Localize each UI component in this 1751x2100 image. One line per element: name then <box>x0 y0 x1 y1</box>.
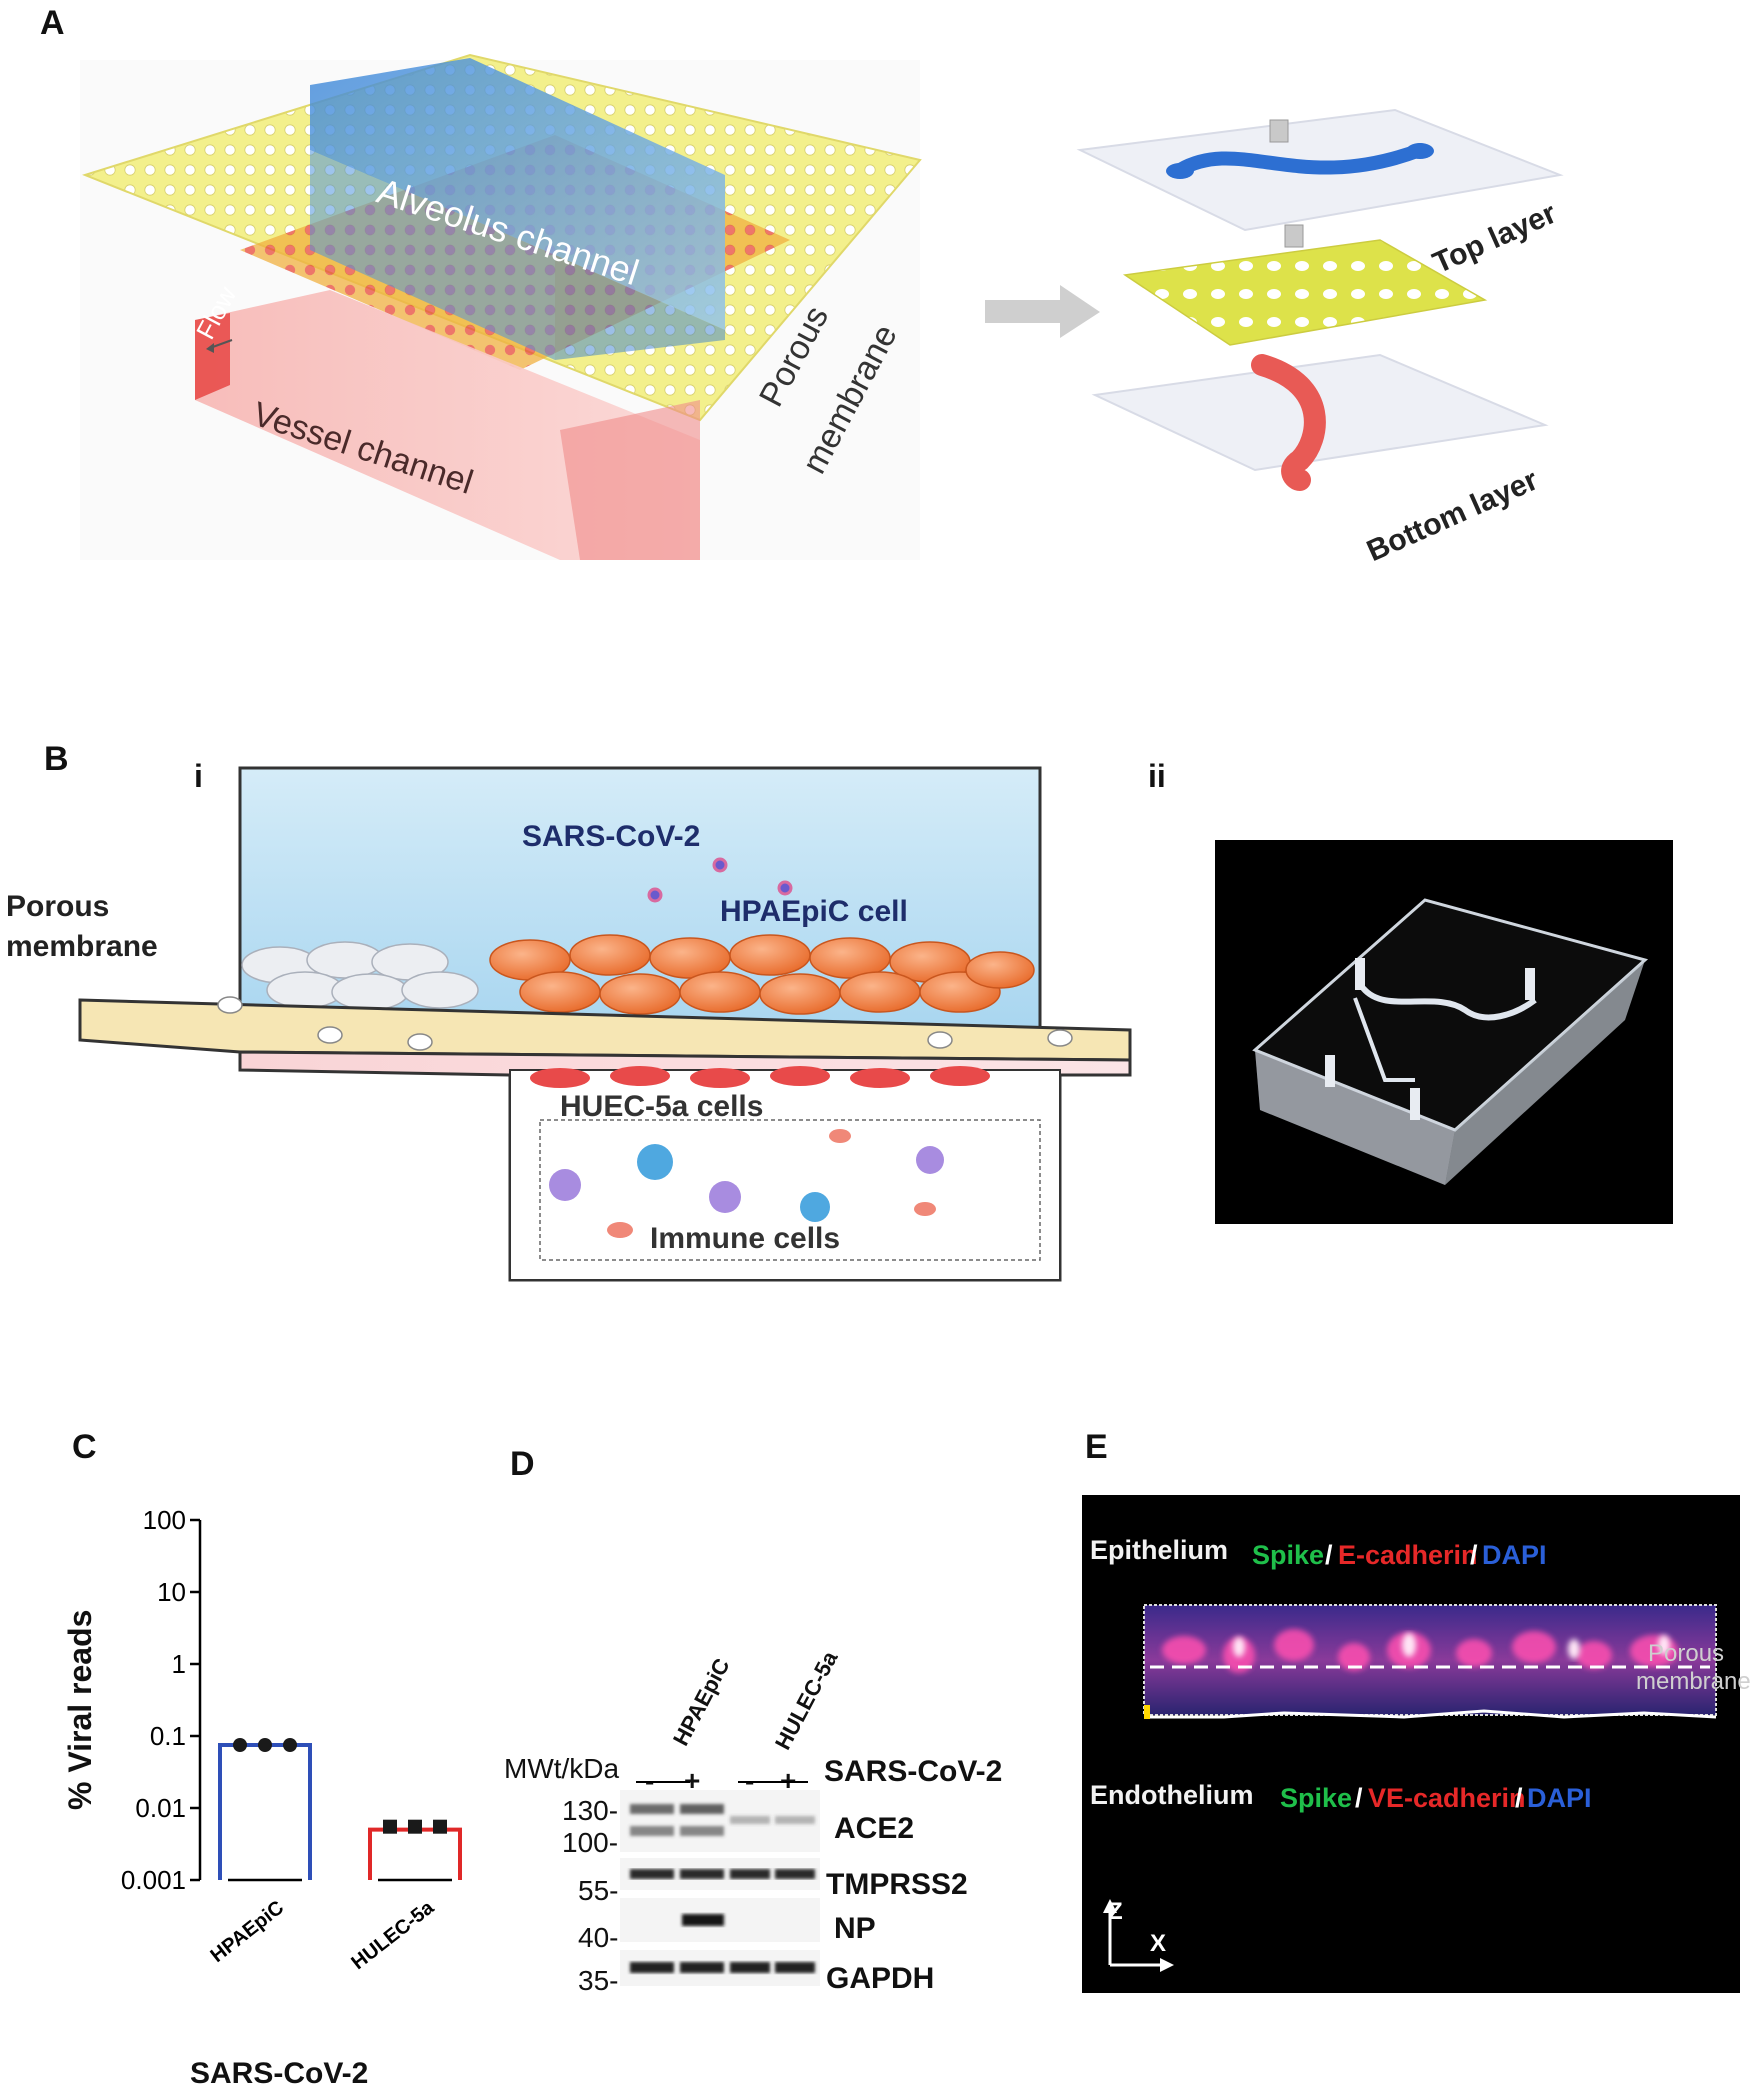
e-axis-z: Z <box>1108 1898 1123 1925</box>
lane-sign-3: - <box>745 1765 755 1796</box>
epithelium-label: Epithelium <box>1090 1535 1229 1565</box>
e-vecad-label: VE-cadherin <box>1368 1783 1526 1813</box>
e-slash-2b: / <box>1515 1783 1523 1813</box>
virus-particles <box>647 857 793 903</box>
middle-membrane-plate <box>1122 239 1488 346</box>
panel-c-letter: C <box>72 1428 97 1466</box>
huec-cells <box>530 1066 990 1088</box>
huec-label: HUEC-5a cells <box>560 1090 764 1123</box>
y-tick-label: 10 <box>157 1577 186 1607</box>
y-tick-label: 0.1 <box>150 1721 186 1751</box>
bottom-channel <box>1251 354 1326 491</box>
chip-photo <box>1215 840 1673 1224</box>
e-slash-1a: / <box>1325 1540 1333 1570</box>
y-tick-label: 1 <box>172 1649 186 1679</box>
hpaepic-cells <box>489 934 1035 1015</box>
mw-marker-100: 100- <box>562 1827 619 1858</box>
mw-marker-130: 130- <box>562 1795 619 1826</box>
panel-a-chip-diagram <box>80 53 1564 560</box>
porous-label-b: Porous <box>6 890 110 923</box>
assembly-arrow <box>985 285 1100 338</box>
endothelium-label: Endothelium <box>1090 1780 1254 1810</box>
band-np: NP <box>834 1912 876 1945</box>
panel-a-letter: A <box>40 4 65 42</box>
treatment-label: SARS-CoV-2 <box>824 1755 1003 1788</box>
mw-marker-35: 35- <box>578 1965 619 1996</box>
panel-e-letter: E <box>1085 1428 1108 1466</box>
band-ace2: ACE2 <box>834 1812 915 1845</box>
band-tmprss2: TMPRSS2 <box>826 1868 968 1901</box>
hpaepic-cell-label: HPAEpiC cell <box>720 895 908 928</box>
e-dapi-label-2: DAPI <box>1527 1783 1592 1813</box>
panel-d-letter: D <box>510 1445 535 1483</box>
x-category-label: HULEC-5a <box>347 1896 438 1974</box>
band-gapdh: GAPDH <box>826 1962 935 1995</box>
e-spike-label-1: Spike <box>1252 1540 1325 1570</box>
immune-cells <box>549 1129 944 1238</box>
e-axis-x: X <box>1150 1930 1167 1957</box>
lane-sign-4: + <box>780 1765 797 1796</box>
y-tick-label: 0.001 <box>121 1865 186 1895</box>
lane-sign-1: - <box>645 1765 655 1796</box>
y-tick-label: 100 <box>143 1505 186 1535</box>
data-point <box>233 1737 247 1752</box>
e-ecad-label: E-cadherin <box>1338 1540 1478 1570</box>
bar-2 <box>368 1827 462 1880</box>
lane-group-hpaepic: HPAEpiC <box>668 1654 735 1750</box>
membrane-label-b: membrane <box>6 930 158 963</box>
confocal-image <box>1082 1495 1740 1993</box>
immune-label: Immune cells <box>650 1222 841 1255</box>
panel-b-chip-cross-section <box>78 766 1132 1282</box>
e-dapi-label-1: DAPI <box>1482 1540 1547 1570</box>
c-xgroup-label: SARS-CoV-2 <box>190 2057 369 2090</box>
c-ylabel: % Viral reads <box>62 1609 98 1810</box>
mw-marker-55: 55- <box>578 1875 619 1906</box>
mw-header: MWt/kDa <box>504 1753 620 1784</box>
data-point <box>383 1819 397 1834</box>
data-point <box>258 1737 272 1752</box>
bar-1 <box>218 1742 312 1880</box>
lane-group-hulec: HULEC-5a <box>770 1647 843 1754</box>
panel-b-sub-i: i <box>194 758 203 794</box>
e-porous-label: Porous <box>1648 1640 1725 1667</box>
confocal-xz-section <box>1143 1604 1717 1719</box>
top-channel <box>1173 143 1427 177</box>
lane-sign-2: + <box>684 1765 701 1796</box>
panel-b-letter: B <box>44 740 69 778</box>
alveolus-channel-box <box>310 58 725 330</box>
e-slash-2a: / <box>1355 1783 1363 1813</box>
western-blot <box>620 1781 820 1986</box>
e-slash-1b: / <box>1470 1540 1478 1570</box>
data-point <box>283 1737 297 1752</box>
panel-b-sub-ii: ii <box>1148 758 1166 794</box>
y-tick-label: 0.01 <box>135 1793 186 1823</box>
xz-axis-indicator <box>1103 1899 1174 1972</box>
x-category-label: HPAEpiC <box>207 1897 289 1967</box>
mw-marker-40: 40- <box>578 1922 619 1953</box>
data-point <box>408 1819 422 1834</box>
e-membrane-label: membrane <box>1636 1668 1751 1695</box>
data-point <box>433 1819 447 1834</box>
e-spike-label-2: Spike <box>1280 1783 1353 1813</box>
sars-cov-2-label: SARS-CoV-2 <box>522 820 701 853</box>
